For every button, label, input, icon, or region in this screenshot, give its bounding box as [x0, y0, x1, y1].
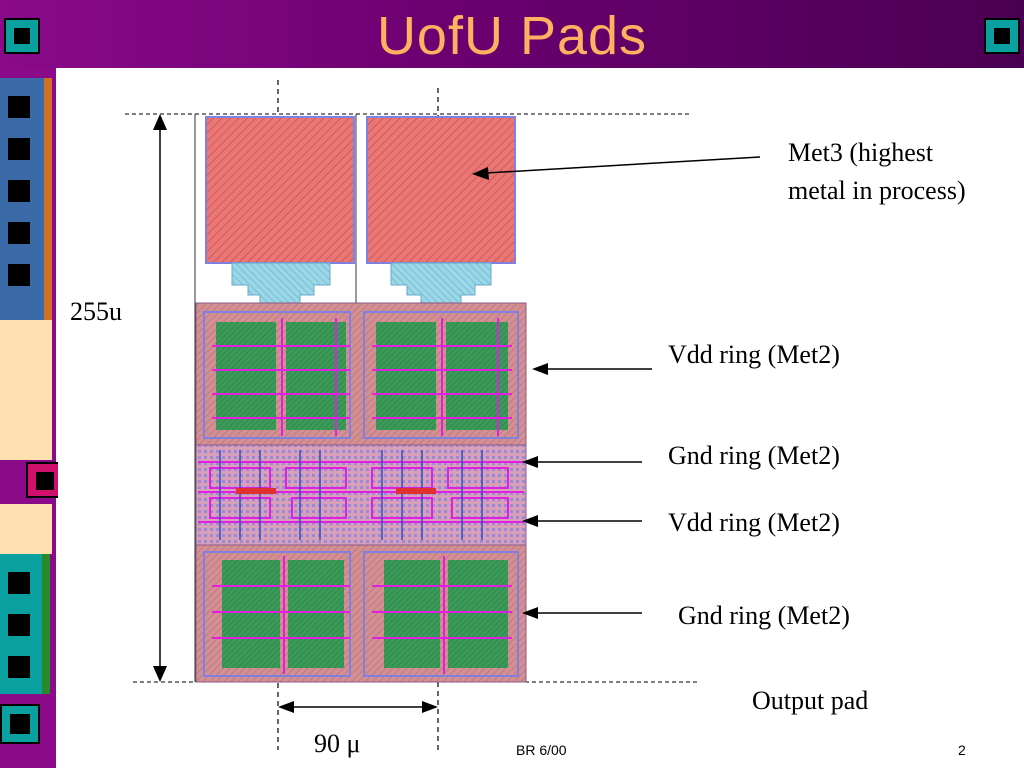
vdd-ring-upper [195, 302, 527, 446]
left-square-4 [8, 222, 30, 244]
output-pad-label: Output pad [752, 686, 868, 715]
gnd-ring-1-label: Gnd ring (Met2) [668, 441, 840, 470]
gnd-ring-2-label: Gnd ring (Met2) [678, 601, 850, 630]
footer-page-number: 2 [958, 742, 966, 758]
left-square-7 [8, 614, 30, 636]
met3-label-line2: metal in process) [788, 176, 966, 205]
corner-square-left [4, 18, 40, 54]
vdd-ring-1-label: Vdd ring (Met2) [668, 340, 840, 369]
left-magenta-box-square [36, 472, 54, 490]
met3-pad-left [205, 116, 355, 304]
met3-label-line1: Met3 (highest [788, 138, 934, 167]
height-label: 255u [70, 297, 122, 326]
width-dimension-arrow [278, 701, 438, 713]
height-dimension-arrow [153, 114, 167, 682]
left-square-5 [8, 264, 30, 286]
vdd-ring-1-arrow [532, 363, 652, 375]
met3-callout-arrow [472, 156, 761, 180]
footer-date: BR 6/00 [516, 742, 567, 758]
left-cream-block-1 [0, 320, 52, 460]
title-bar [0, 0, 1024, 68]
left-square-8 [8, 656, 30, 678]
left-square-3 [8, 180, 30, 202]
met3-pad-right [366, 116, 516, 304]
gnd-ring-1-arrow [522, 456, 642, 468]
vdd-ring-2-arrow [522, 515, 642, 527]
ring-mid-region [195, 444, 527, 546]
left-square-2 [8, 138, 30, 160]
vdd-ring-2-label: Vdd ring (Met2) [668, 508, 840, 537]
gnd-ring-lower [195, 544, 527, 683]
slide-title: UofU Pads [376, 6, 648, 66]
gnd-ring-2-arrow [522, 607, 642, 619]
left-cream-block-2 [0, 504, 52, 554]
left-blue-block [0, 78, 44, 328]
left-square-6 [8, 572, 30, 594]
width-label: 90 μ [314, 729, 360, 758]
left-green-stripe [42, 554, 50, 694]
left-square-1 [8, 96, 30, 118]
left-decor-bar [0, 68, 62, 768]
corner-square-right [984, 18, 1020, 54]
left-bottom-box-square [10, 714, 30, 734]
left-orange-stripe [44, 78, 52, 328]
